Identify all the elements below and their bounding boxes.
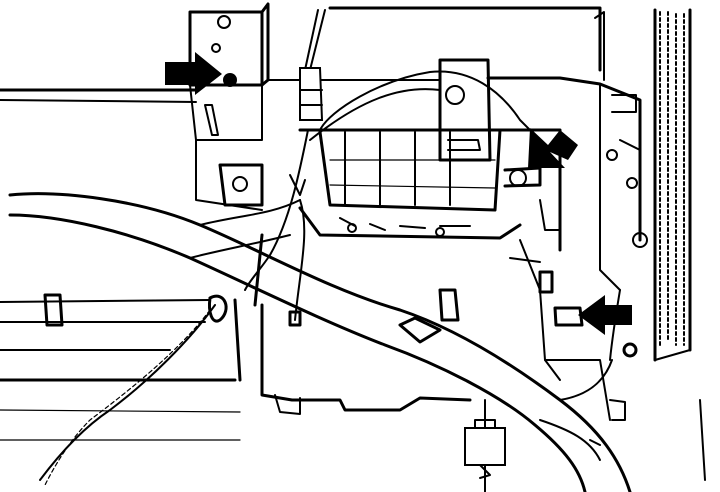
left-body-bracket	[218, 163, 306, 207]
transmission-body	[233, 128, 611, 421]
floor-panel-lines	[0, 88, 241, 441]
upper-mount-bracket	[188, 2, 270, 211]
thin-wires	[39, 9, 621, 492]
misc-hardware	[347, 223, 626, 446]
right-housing-outline	[267, 6, 648, 291]
wiring-harness	[8, 192, 632, 492]
gear-rack	[653, 8, 706, 481]
upper-connector	[299, 67, 324, 121]
arrow-icon	[578, 295, 632, 335]
lower-connector	[464, 419, 506, 479]
pointer-arrows	[165, 52, 632, 335]
harness-clips	[43, 270, 638, 358]
arrow-icon	[528, 128, 578, 168]
arrow-icon	[165, 52, 222, 95]
switch-bracket	[438, 58, 561, 231]
